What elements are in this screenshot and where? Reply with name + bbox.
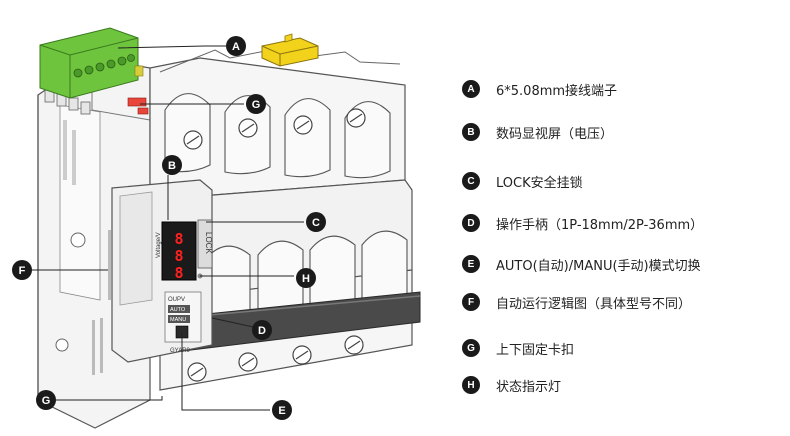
voltage-label: Voltage/V (156, 232, 162, 258)
legend-item-b: B 数码显视屏（电压） (462, 121, 613, 143)
svg-text:F: F (19, 265, 26, 277)
legend-item-e: E AUTO(自动)/MANU(手动)模式切换 (462, 253, 701, 275)
legend-item-g: G 上下固定卡扣 (462, 337, 574, 359)
svg-text:E: E (278, 405, 285, 417)
brand-label: GYAR9 (170, 348, 191, 354)
svg-text:B: B (168, 160, 176, 172)
callout-g-bottom: G (36, 390, 56, 410)
legend-text: 数码显视屏（电压） (496, 126, 614, 142)
red-clip (127, 97, 149, 115)
legend-badge: F (462, 293, 480, 311)
callout-a: A (226, 36, 246, 56)
legend-item-d: D 操作手柄（1P-18mm/2P-36mm） (462, 212, 703, 234)
svg-text:A: A (232, 41, 240, 53)
legend-text: 上下固定卡扣 (496, 342, 575, 358)
legend-badge: D (462, 214, 480, 232)
legend-badge: E (462, 255, 480, 273)
callout-b: B (162, 155, 182, 175)
manu-label: MANU (170, 317, 186, 323)
legend-text: 6*5.08mm接线端子 (496, 83, 618, 99)
legend-badge: H (462, 376, 480, 394)
legend-item-h: H 状态指示灯 (462, 374, 561, 396)
controller-module (37, 57, 151, 429)
legend-text: 状态指示灯 (496, 379, 562, 395)
leader-lines (30, 45, 304, 411)
callout-e: E (272, 400, 292, 420)
auto-label: AUTO (170, 307, 186, 313)
legend-item-a: A 6*5.08mm接线端子 (462, 78, 617, 100)
legend-badge: G (462, 339, 480, 357)
callout-f: F (12, 260, 32, 280)
controller-panel: 8 8 8 Voltage/V LOCK OUPV AUTO MANU GYAR… (111, 179, 213, 363)
legend-text: 操作手柄（1P-18mm/2P-36mm） (496, 217, 704, 233)
legend-text: 自动运行逻辑图（具体型号不同） (496, 296, 692, 312)
svg-text:G: G (42, 395, 51, 407)
legend-badge: B (462, 123, 480, 141)
legend-badge: A (462, 80, 480, 98)
callout-g-top: G (246, 94, 266, 114)
display-digit-1: 8 (174, 230, 183, 248)
yellow-lock (261, 33, 319, 67)
legend-item-c: C LOCK安全挂锁 (462, 170, 583, 192)
breaker-illustration: 8 8 8 Voltage/V LOCK OUPV AUTO MANU GYAR… (12, 27, 421, 429)
display-digit-3: 8 (174, 264, 183, 282)
legend: A 6*5.08mm接线端子 B 数码显视屏（电压） C LOCK安全挂锁 D … (462, 0, 782, 436)
callout-d: D (252, 320, 272, 340)
svg-text:H: H (302, 273, 310, 285)
green-terminal-block (39, 27, 144, 99)
callout-c: C (306, 212, 326, 232)
mode-label: OUPV (168, 297, 185, 303)
svg-text:G: G (252, 99, 261, 111)
svg-text:D: D (258, 325, 266, 337)
display-digit-2: 8 (174, 247, 183, 265)
lock-label: LOCK (204, 232, 213, 254)
svg-text:C: C (312, 217, 320, 229)
callout-h: H (296, 268, 316, 288)
digital-display (161, 221, 197, 281)
module-terminals (44, 89, 91, 115)
legend-text: LOCK安全挂锁 (496, 175, 583, 191)
lock-window (197, 219, 213, 269)
legend-item-f: F 自动运行逻辑图（具体型号不同） (462, 291, 691, 313)
legend-badge: C (462, 172, 480, 190)
legend-text: AUTO(自动)/MANU(手动)模式切换 (496, 258, 701, 274)
